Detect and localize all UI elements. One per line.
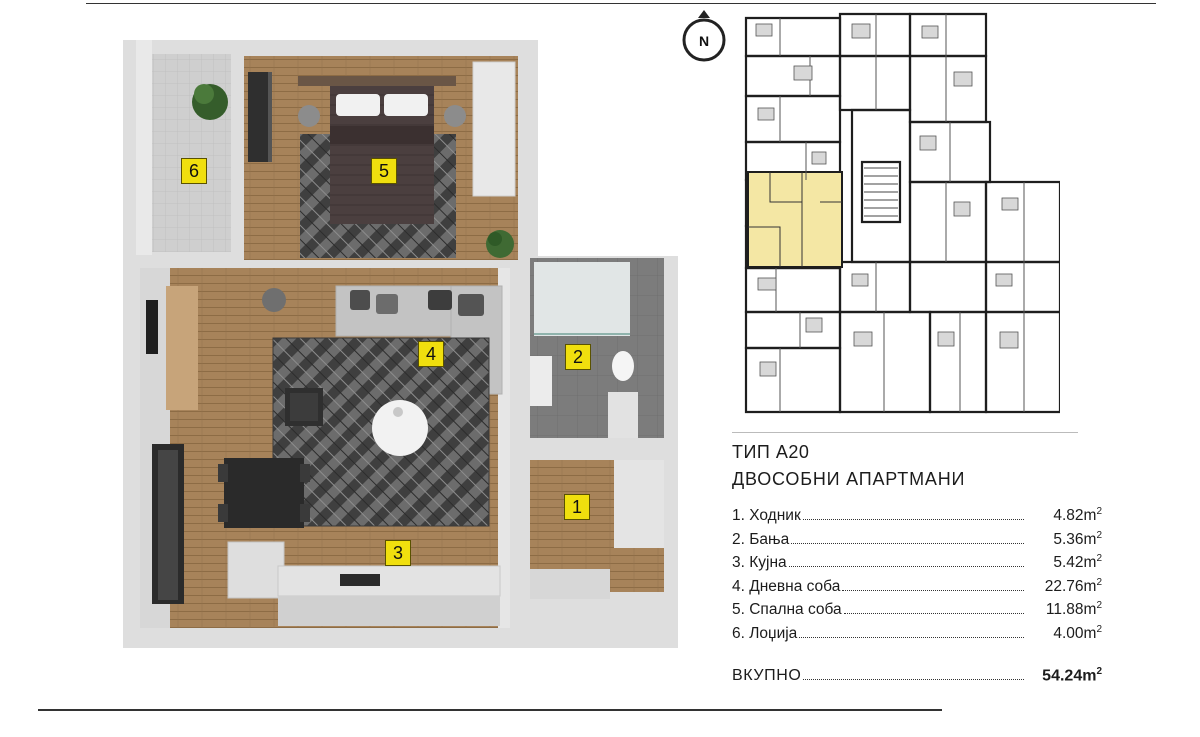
room-marker-2: 2 bbox=[565, 344, 591, 370]
leader-dots bbox=[842, 589, 1024, 591]
room-label: 6. Лоџија bbox=[732, 624, 798, 642]
apartment-subtitle: ДВОСОБНИ АПАРТМАНИ bbox=[732, 469, 966, 489]
room-row: 1. Ходник 4.82m2 bbox=[732, 506, 1102, 530]
room-label: 4. Дневна соба bbox=[732, 577, 841, 595]
bottom-rule bbox=[38, 709, 942, 711]
room-row: 4. Дневна соба 22.76m2 bbox=[732, 577, 1102, 601]
room-row: 2. Бања 5.36m2 bbox=[732, 530, 1102, 554]
room-marker-6: 6 bbox=[181, 158, 207, 184]
room-label: 5. Спална соба bbox=[732, 601, 842, 619]
room-row: 3. Кујна 5.42m2 bbox=[732, 553, 1102, 577]
room-area: 4.82m2 bbox=[1053, 506, 1102, 525]
leader-dots bbox=[843, 613, 1024, 615]
total-area: 54.24m2 bbox=[1042, 666, 1102, 685]
room-row: 6. Лоџија 4.00m2 bbox=[732, 624, 1102, 648]
room-marker-1: 1 bbox=[564, 494, 590, 520]
room-label: 1. Ходник bbox=[732, 507, 801, 525]
room-area: 5.36m2 bbox=[1053, 529, 1102, 548]
room-label: 3. Кујна bbox=[732, 554, 787, 572]
dining-table bbox=[224, 458, 304, 528]
total-row: ВКУПНО 54.24m2 bbox=[732, 666, 1102, 685]
room-marker-5: 5 bbox=[371, 158, 397, 184]
north-compass-icon: N bbox=[682, 10, 726, 62]
kitchen-counter bbox=[227, 541, 285, 599]
coffee-table bbox=[372, 400, 428, 456]
leader-dots bbox=[788, 566, 1024, 568]
room-area: 11.88m2 bbox=[1045, 600, 1102, 619]
room-row: 5. Спална соба 11.88m2 bbox=[732, 600, 1102, 624]
apartment-type: ТИП А20 bbox=[732, 442, 810, 462]
leader-dots bbox=[791, 542, 1024, 544]
apartment-info: ТИП А20 ДВОСОБНИ АПАРТМАНИ 1. Ходник 4.8… bbox=[732, 440, 1102, 685]
apartment-floor-plan bbox=[123, 40, 678, 648]
room-marker-4: 4 bbox=[418, 341, 444, 367]
leader-dots bbox=[803, 679, 1024, 681]
total-label: ВКУПНО bbox=[732, 667, 802, 685]
highlighted-apartment bbox=[747, 171, 843, 268]
compass-label: N bbox=[699, 33, 709, 49]
room-area: 22.76m2 bbox=[1044, 576, 1102, 595]
room-label: 2. Бања bbox=[732, 530, 790, 548]
divider bbox=[732, 432, 1078, 433]
room-area-list: 1. Ходник 4.82m2 2. Бања 5.36m2 3. Кујна… bbox=[732, 506, 1102, 647]
room-area: 5.42m2 bbox=[1053, 553, 1102, 572]
building-key-plan bbox=[744, 12, 1060, 414]
leader-dots bbox=[799, 636, 1024, 638]
top-rule bbox=[86, 3, 1156, 4]
room-area: 4.00m2 bbox=[1053, 623, 1102, 642]
leader-dots bbox=[802, 519, 1024, 521]
room-marker-3: 3 bbox=[385, 540, 411, 566]
